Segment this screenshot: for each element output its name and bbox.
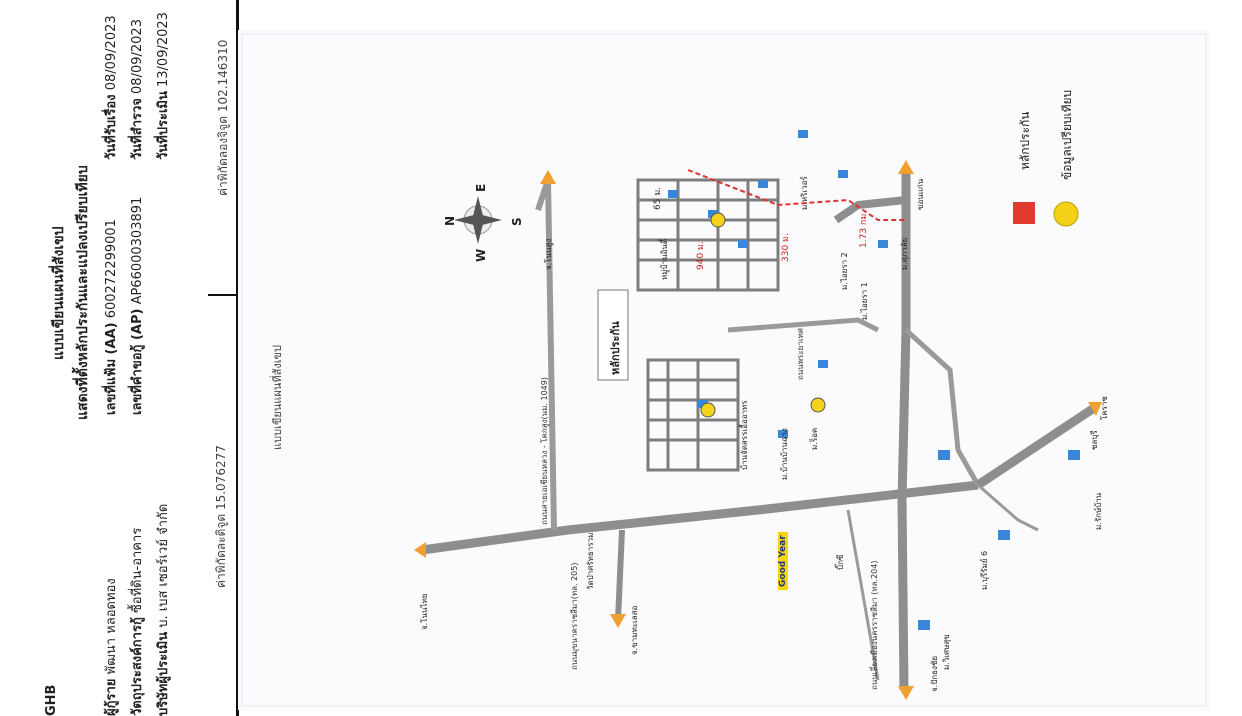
legend-collateral-label: หลักประกัน xyxy=(1018,111,1032,170)
aa-value: 600272299001 xyxy=(104,219,119,319)
place-label-2: ม.ศุภาลัย xyxy=(900,237,909,270)
place-label-5: บ้านจัดสรรเอื้ออาทร xyxy=(740,400,749,470)
borrower-value: พัฒนา หลอดทอง xyxy=(104,578,119,675)
dest-label-6: โคราช xyxy=(1100,396,1109,420)
goodyear-logo: Good Year xyxy=(778,532,788,590)
marker-3 xyxy=(810,397,826,413)
legend-collateral-swatch xyxy=(1013,202,1035,224)
distance-label-3: 1.73 กม. xyxy=(859,210,869,248)
brand-logo-text: GHB xyxy=(44,684,59,716)
compass-e: E xyxy=(474,183,488,192)
appraiser-label: บริษัทผู้ประเมิน xyxy=(156,631,171,716)
map-canvas xyxy=(241,33,1207,707)
arrow-northeast xyxy=(1088,402,1102,416)
collateral-label: หลักประกัน xyxy=(609,321,622,375)
appraised-value: 13/09/2023 xyxy=(156,12,171,87)
road-east-2 xyxy=(977,483,1039,532)
place-label-10: ม.บุรีรัมย์ 6 xyxy=(980,550,989,590)
road-label-3: ถนนเลี่ยงเมืองนครราชสีมา (ทล.204) xyxy=(870,560,879,691)
dest-label-4: ขอนแก่น xyxy=(916,178,925,210)
place-label-9: บิ๊กซี xyxy=(836,554,845,570)
dest-label-1: จ.ขามทะเลสอ xyxy=(630,605,639,655)
legend-comparison-swatch xyxy=(1053,201,1079,227)
road-to-korat xyxy=(975,404,1097,489)
road-south-2 xyxy=(846,509,880,681)
received-row: วันที่รับเรื่อง 08/09/2023 xyxy=(100,15,121,160)
compass-w: W xyxy=(474,248,488,262)
place-label-3: ม.หริเวอร์ xyxy=(800,176,809,210)
frame-line-vertical xyxy=(236,0,239,716)
arrow-south-2 xyxy=(610,614,626,628)
subdivision-grid-east xyxy=(636,178,780,292)
road-mid xyxy=(727,317,880,333)
collateral-label-box xyxy=(597,289,629,381)
place-label-12: วัดป่าศรัทธารวม xyxy=(586,532,595,590)
road-curve-east xyxy=(904,328,981,487)
distance-label-1: 940 ม. xyxy=(696,241,706,270)
distance-label-4: 65 ม. xyxy=(653,186,663,210)
arrow-west xyxy=(414,542,426,558)
marker-2 xyxy=(700,402,716,418)
latitude-text: ค่าพิกัดละติจูด 15.076277 xyxy=(214,445,228,588)
received-label: วันที่รับเรื่อง xyxy=(104,94,119,160)
ap-row: เลขที่คำขอกู้ (AP) AP66000303891 xyxy=(126,197,147,415)
road-label-2: ถนนมุขนาคราชสีมา(ทล. 205) xyxy=(570,562,579,670)
distance-label-2: 330 ม. xyxy=(781,233,791,262)
subdivision-grid-west xyxy=(646,358,740,472)
place-label-4: หมู่บ้านอินดี้ xyxy=(660,238,669,280)
dest-label-3: จ.โนนสูง xyxy=(544,238,553,270)
purpose-row: วัตถุประสงค์การกู้ ซื้อที่ดิน-อาคาร xyxy=(126,528,147,716)
received-value: 08/09/2023 xyxy=(104,15,119,91)
survey-value: 08/09/2023 xyxy=(130,19,145,94)
appraised-label: วันที่ประเมิน xyxy=(156,91,171,160)
place-label-0: ม.ไอยรา 1 xyxy=(860,282,869,320)
place-label-13: ม.รักษ์บ้าน xyxy=(1094,492,1103,530)
ap-value: AP66000303891 xyxy=(130,196,145,305)
road-label-1: ถนนสายเอเชียนหลวง - โคกสูง(นม. 1049) xyxy=(540,377,549,525)
distance-line xyxy=(687,169,906,221)
aa-row: เลขที่แฟ้ม (AA) 600272299001 xyxy=(100,219,121,415)
highway-road xyxy=(421,480,979,555)
survey-row: วันที่สำรวจ 08/09/2023 xyxy=(126,19,147,160)
borrower-row: ผู้กู้ราย พัฒนา หลอดทอง xyxy=(100,578,121,716)
arrow-north-2 xyxy=(540,170,556,184)
borrower-label: ผู้กู้ราย xyxy=(104,678,119,716)
ap-label: เลขที่คำขอกู้ (AP) xyxy=(130,308,145,415)
map-panel: แบบเขียนแผนที่สังเขป N S E W หลักประกัน … xyxy=(238,30,1210,710)
map-border xyxy=(241,33,1207,707)
aa-label: เลขที่แฟ้ม (AA) xyxy=(104,322,119,415)
arrow-north xyxy=(898,160,914,174)
place-label-7: ม.ร็อค xyxy=(810,427,819,450)
title-line-1: แบบเขียนแผนที่สังเขป xyxy=(51,226,67,360)
ring-road xyxy=(897,170,911,691)
comparison-markers xyxy=(668,130,1080,630)
road-branch-north xyxy=(833,196,907,224)
survey-label: วันที่สำรวจ xyxy=(130,98,145,160)
compass-s: S xyxy=(510,217,524,226)
map-title: แบบเขียนแผนที่สังเขป xyxy=(271,345,284,450)
appraiser-value: บ. เบส เซอร์เวย์ จำกัด xyxy=(156,503,171,628)
appraised-row: วันที่ประเมิน 13/09/2023 xyxy=(152,12,173,160)
marker-1 xyxy=(710,212,726,228)
compass-n: N xyxy=(443,215,457,226)
compass-rose-icon xyxy=(454,196,502,244)
dest-label-5: ชลบุรี xyxy=(1090,430,1099,450)
title-line-2: แสดงที่ตั้งหลักประกันและแปลงเปรียบเทียบ xyxy=(75,165,91,420)
arrow-south xyxy=(898,686,914,700)
place-label-1: ม.ไอยรา 2 xyxy=(840,252,849,290)
purpose-label: วัตถุประสงค์การกู้ xyxy=(130,617,145,716)
longitude-text: ค่าพิกัดลองจิจูด 102.146310 xyxy=(216,39,230,196)
place-label-6: ม.บ้านบ้านฉาง xyxy=(780,428,789,480)
purpose-value: ซื้อที่ดิน-อาคาร xyxy=(130,527,145,614)
dest-label-0: จ.โนนไทย xyxy=(420,593,429,630)
legend-comparison-label: ข้อมูลเปรียบเทียบ xyxy=(1060,89,1074,180)
frame-line-tick xyxy=(208,294,238,296)
road-south-1 xyxy=(615,529,625,621)
place-label-11: ม.วิเศษสุข xyxy=(942,634,951,670)
appraiser-row: บริษัทผู้ประเมิน บ. เบส เซอร์เวย์ จำกัด xyxy=(152,504,173,716)
road-label-4: ถนนพระยาเทศ xyxy=(796,328,805,380)
